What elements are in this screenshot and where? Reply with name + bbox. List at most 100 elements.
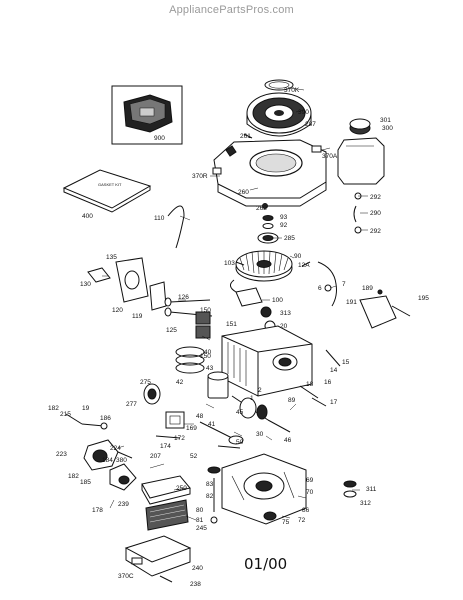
diagram-date-code: 01/00 (244, 555, 288, 573)
ignition-wire (317, 261, 337, 307)
housing-screws (243, 129, 297, 209)
blower-housing (212, 139, 327, 207)
callout-2: 2 (258, 387, 262, 394)
callout-45: 45 (236, 409, 244, 416)
callout-1: 1 (250, 395, 254, 402)
callout-93: 93 (280, 214, 288, 221)
callout-83: 83 (206, 481, 214, 488)
callout-80: 80 (196, 507, 204, 514)
callout-301: 301 (380, 117, 391, 124)
rewind-starter (246, 79, 312, 137)
intake-parts (87, 257, 167, 311)
callout-6: 6 (318, 285, 322, 292)
callout-250: 250 (176, 485, 187, 492)
valve-train (164, 297, 213, 339)
callout-262: 262 (256, 205, 267, 212)
callout-207: 207 (150, 453, 161, 460)
ignition-coil (230, 279, 263, 307)
callout-150a: 150 (200, 307, 211, 314)
callout-52: 52 (190, 453, 198, 460)
callout-86: 86 (302, 507, 310, 514)
callout-20: 20 (280, 323, 288, 330)
callout-16: 16 (324, 379, 332, 386)
callout-169: 169 (186, 425, 197, 432)
air-cleaner-cover (124, 535, 192, 577)
callout-7: 7 (342, 281, 346, 288)
callout-19: 19 (82, 405, 90, 412)
callout-312: 312 (360, 500, 371, 507)
callout-900: 900 (154, 135, 165, 142)
callout-100: 100 (272, 297, 283, 304)
callout-81: 81 (196, 517, 204, 524)
callout-46: 46 (284, 437, 292, 444)
air-filter-base (141, 475, 191, 505)
brake-assembly (359, 289, 411, 329)
callout-370R: 370R (192, 173, 208, 180)
callout-186: 186 (100, 415, 111, 422)
callout-245: 245 (196, 525, 207, 532)
callout-41: 41 (208, 421, 216, 428)
gasket-kit: GASKET KIT (62, 169, 152, 213)
callout-172: 172 (174, 435, 185, 442)
callout-150b: 150 (200, 353, 211, 360)
callout-370K: 370K (284, 87, 300, 94)
callout-287: 287 (305, 121, 316, 128)
callout-125: 125 (166, 327, 177, 334)
callout-48: 48 (196, 413, 204, 420)
callout-130: 130 (80, 281, 91, 288)
callout-126: 126 (178, 294, 189, 301)
callout-17: 17 (330, 399, 338, 406)
leader-lines (102, 87, 368, 521)
callout-390: 390 (298, 109, 309, 116)
callout-103: 103 (224, 260, 235, 267)
callout-400: 400 (82, 213, 93, 220)
callout-300: 300 (382, 125, 393, 132)
callout-380: 380 (116, 457, 127, 464)
callout-14: 14 (330, 367, 338, 374)
callout-261: 261 (240, 133, 251, 140)
callout-120: 120 (112, 307, 123, 314)
callout-82: 82 (206, 493, 214, 500)
callout-178: 178 (92, 507, 103, 514)
callout-119: 119 (132, 313, 143, 320)
callout-370C: 370C (118, 573, 134, 580)
fuel-line-110 (167, 205, 185, 249)
fuel-line-parts (353, 192, 362, 234)
callout-215: 215 (60, 411, 71, 418)
air-filter-element (145, 499, 189, 531)
flywheel-nut-stack (257, 215, 279, 244)
gasket-kit-label: GASKET KIT (98, 182, 122, 187)
connecting-rod (199, 421, 244, 449)
callout-223: 223 (56, 451, 67, 458)
callout-90: 90 (294, 253, 302, 260)
camshaft (143, 383, 161, 405)
callout-174: 174 (160, 443, 171, 450)
callout-370A: 370A (322, 153, 338, 160)
oil-seal-75 (263, 511, 277, 521)
callout-311: 311 (366, 486, 377, 493)
callout-185: 185 (80, 479, 91, 486)
throttle-linkage (65, 413, 108, 430)
callout-70: 70 (306, 489, 314, 496)
fuel-bowl (109, 463, 137, 491)
callout-195: 195 (418, 295, 429, 302)
crankshaft (231, 395, 291, 433)
callout-89: 89 (288, 397, 296, 404)
callout-182: 182 (48, 405, 59, 412)
carburetor (83, 439, 133, 471)
callout-184: 184 (102, 457, 113, 464)
callout-75: 75 (282, 519, 290, 526)
callout-238: 238 (190, 581, 201, 588)
callout-182b: 182 (68, 473, 79, 480)
fuel-tank (337, 118, 385, 185)
callout-191: 191 (346, 299, 357, 306)
flywheel (235, 250, 293, 282)
callout-30: 30 (256, 431, 264, 438)
callout-290: 290 (370, 210, 381, 217)
callout-292a: 292 (370, 194, 381, 201)
engine-thumbnail-inset (111, 85, 183, 145)
callout-43: 43 (206, 365, 214, 372)
callout-292b: 292 (370, 228, 381, 235)
callout-224: 224 (110, 445, 121, 452)
